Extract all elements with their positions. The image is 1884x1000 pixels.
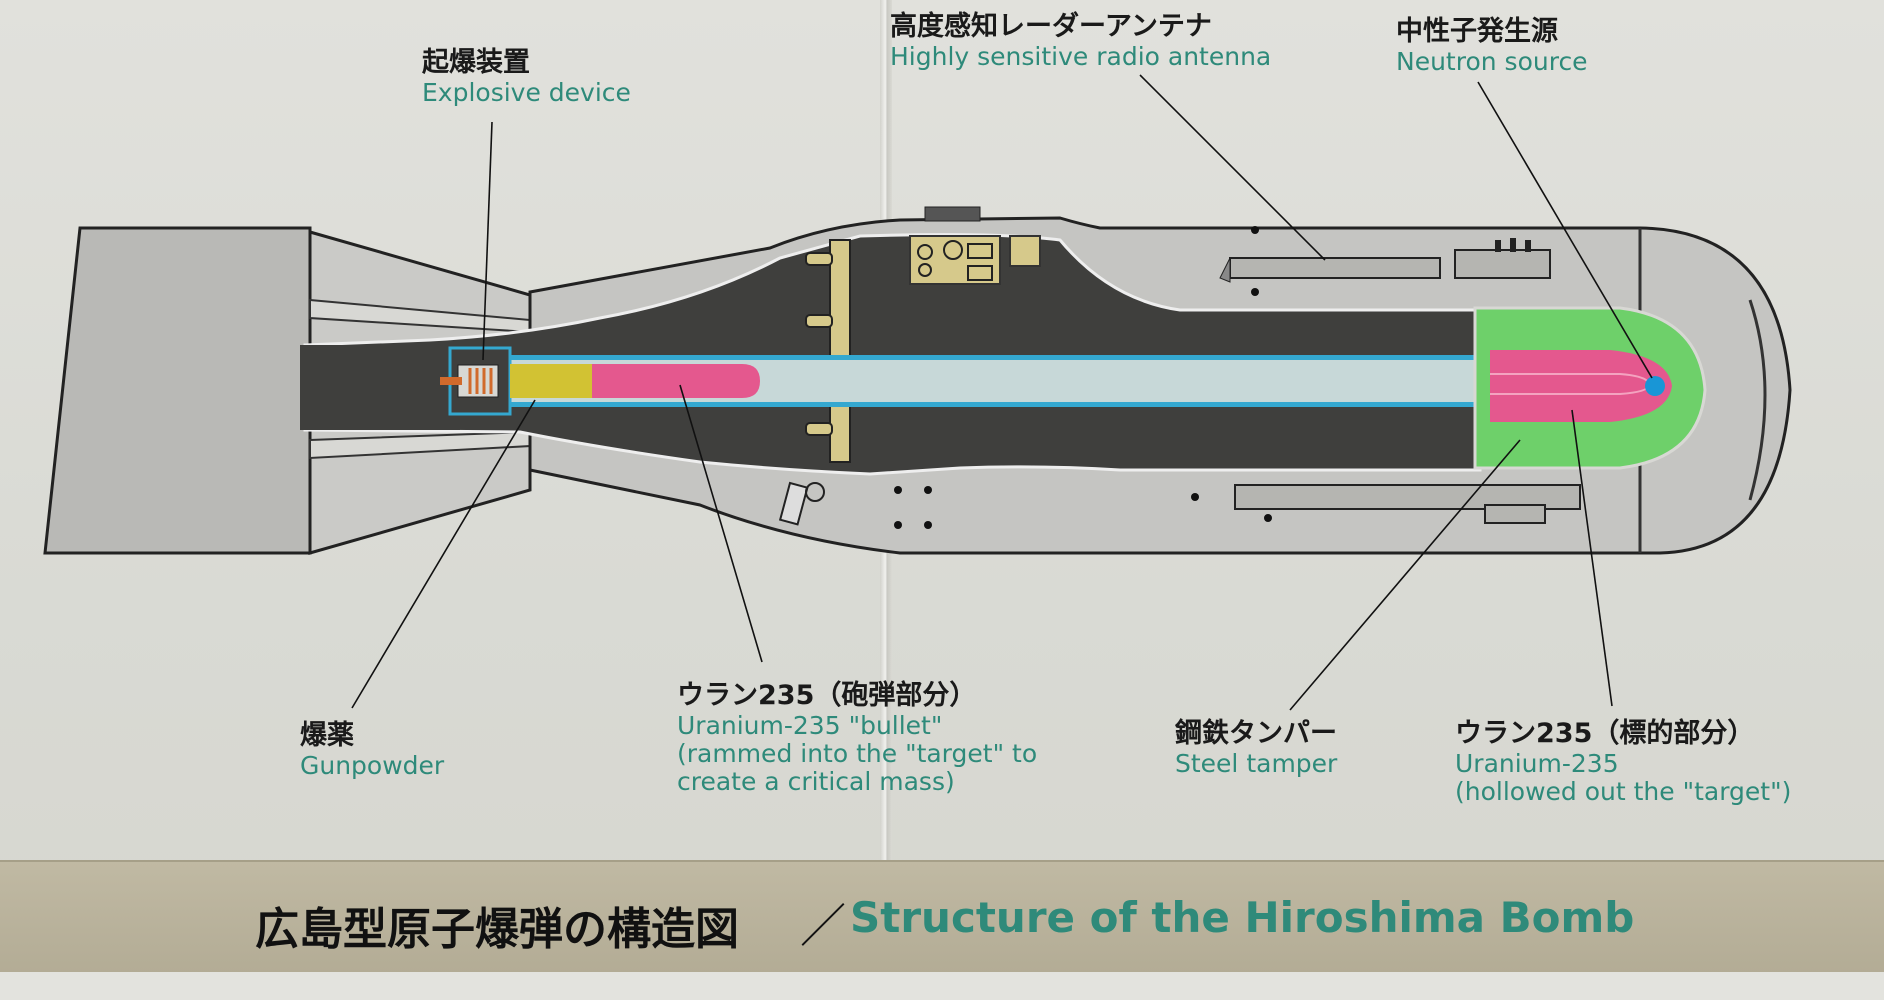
- radio-antenna-label-jp: 高度感知レーダーアンテナ: [890, 11, 1212, 42]
- uranium-bullet-label: ウラン235（砲弾部分） Uranium-235 "bullet" (ramme…: [677, 680, 1037, 796]
- radio-antenna-label: 高度感知レーダーアンテナ Highly sensitive radio ante…: [890, 11, 1271, 71]
- antenna-mount: [1454, 249, 1551, 279]
- electronics-box-small: [1009, 235, 1041, 267]
- bottom-strip: [0, 972, 1884, 1000]
- title-separator: ／: [800, 899, 846, 953]
- bottom-bracket: [1484, 504, 1546, 524]
- detonator-coil: [468, 368, 493, 394]
- antenna-plate: [1229, 257, 1441, 279]
- gunpowder-label: 爆薬 Gunpowder: [300, 720, 444, 780]
- nose-inner-line: [1748, 299, 1767, 501]
- neutron-source-label-jp: 中性子発生源: [1396, 16, 1558, 47]
- rivets: [894, 226, 1272, 529]
- breech-cavity: [300, 345, 460, 430]
- explosive-device-label-en: Explosive device: [422, 78, 631, 107]
- antenna-tab: [1525, 240, 1531, 252]
- electronics-knob: [943, 240, 963, 260]
- explosive-device-label: 起爆装置 Explosive device: [422, 47, 631, 107]
- uranium-bullet: [592, 364, 760, 398]
- steel-tamper-label-jp: 鋼鉄タンパー: [1175, 718, 1337, 749]
- page-title-en: Structure of the Hiroshima Bomb: [850, 893, 1635, 942]
- uranium-bullet-label-en2: (rammed into the "target" to: [677, 739, 1038, 768]
- access-port: [778, 481, 809, 526]
- top-hatch: [924, 206, 981, 222]
- uranium-target-label-en2: (hollowed out the "target"): [1455, 777, 1792, 806]
- gunpowder-label-en: Gunpowder: [300, 751, 445, 780]
- gunpowder-label-jp: 爆薬: [300, 720, 354, 751]
- bulkhead-bolt: [805, 314, 833, 328]
- neutron-source-label: 中性子発生源 Neutron source: [1396, 16, 1588, 76]
- detonator-wire: [440, 377, 462, 385]
- page-title-jp: 広島型原子爆弾の構造図: [255, 904, 739, 955]
- antenna-tab: [1495, 240, 1501, 252]
- access-port-ring: [805, 482, 825, 502]
- antenna-bracket: [1219, 257, 1231, 283]
- antenna-tab: [1510, 238, 1516, 252]
- electronics-panel: [967, 243, 993, 259]
- radio-antenna-label-en: Highly sensitive radio antenna: [890, 42, 1272, 71]
- steel-tamper-label: 鋼鉄タンパー Steel tamper: [1175, 718, 1337, 778]
- neutron-source-label-en: Neutron source: [1396, 47, 1588, 76]
- uranium-target-label: ウラン235（標的部分） Uranium-235 (hollowed out t…: [1455, 718, 1791, 806]
- neutron-source: [1645, 376, 1665, 396]
- uranium-bullet-label-en1: Uranium-235 "bullet": [677, 711, 943, 740]
- bulkhead-bolt: [805, 422, 833, 436]
- explosive-device-label-jp: 起爆装置: [422, 47, 530, 78]
- leader-lines: [351, 74, 1653, 711]
- uranium-target-label-jp: ウラン235（標的部分）: [1455, 718, 1755, 749]
- target-core-bore: [1490, 372, 1620, 392]
- title-band: [0, 860, 1884, 974]
- bomb-interior: [303, 233, 1482, 476]
- steel-tamper-label-en: Steel tamper: [1175, 749, 1338, 778]
- tail-fin-outer: [43, 226, 312, 555]
- electronics-panel: [967, 265, 993, 281]
- uranium-target-label-en1: Uranium-235: [1455, 749, 1619, 778]
- uranium-bullet-label-en3: create a critical mass): [677, 767, 955, 796]
- gunpowder-charge: [510, 364, 592, 398]
- uranium-bullet-label-jp: ウラン235（砲弾部分）: [677, 680, 977, 711]
- electronics-knob: [918, 263, 932, 277]
- electronics-knob: [917, 244, 933, 260]
- bulkhead-bolt: [805, 252, 833, 266]
